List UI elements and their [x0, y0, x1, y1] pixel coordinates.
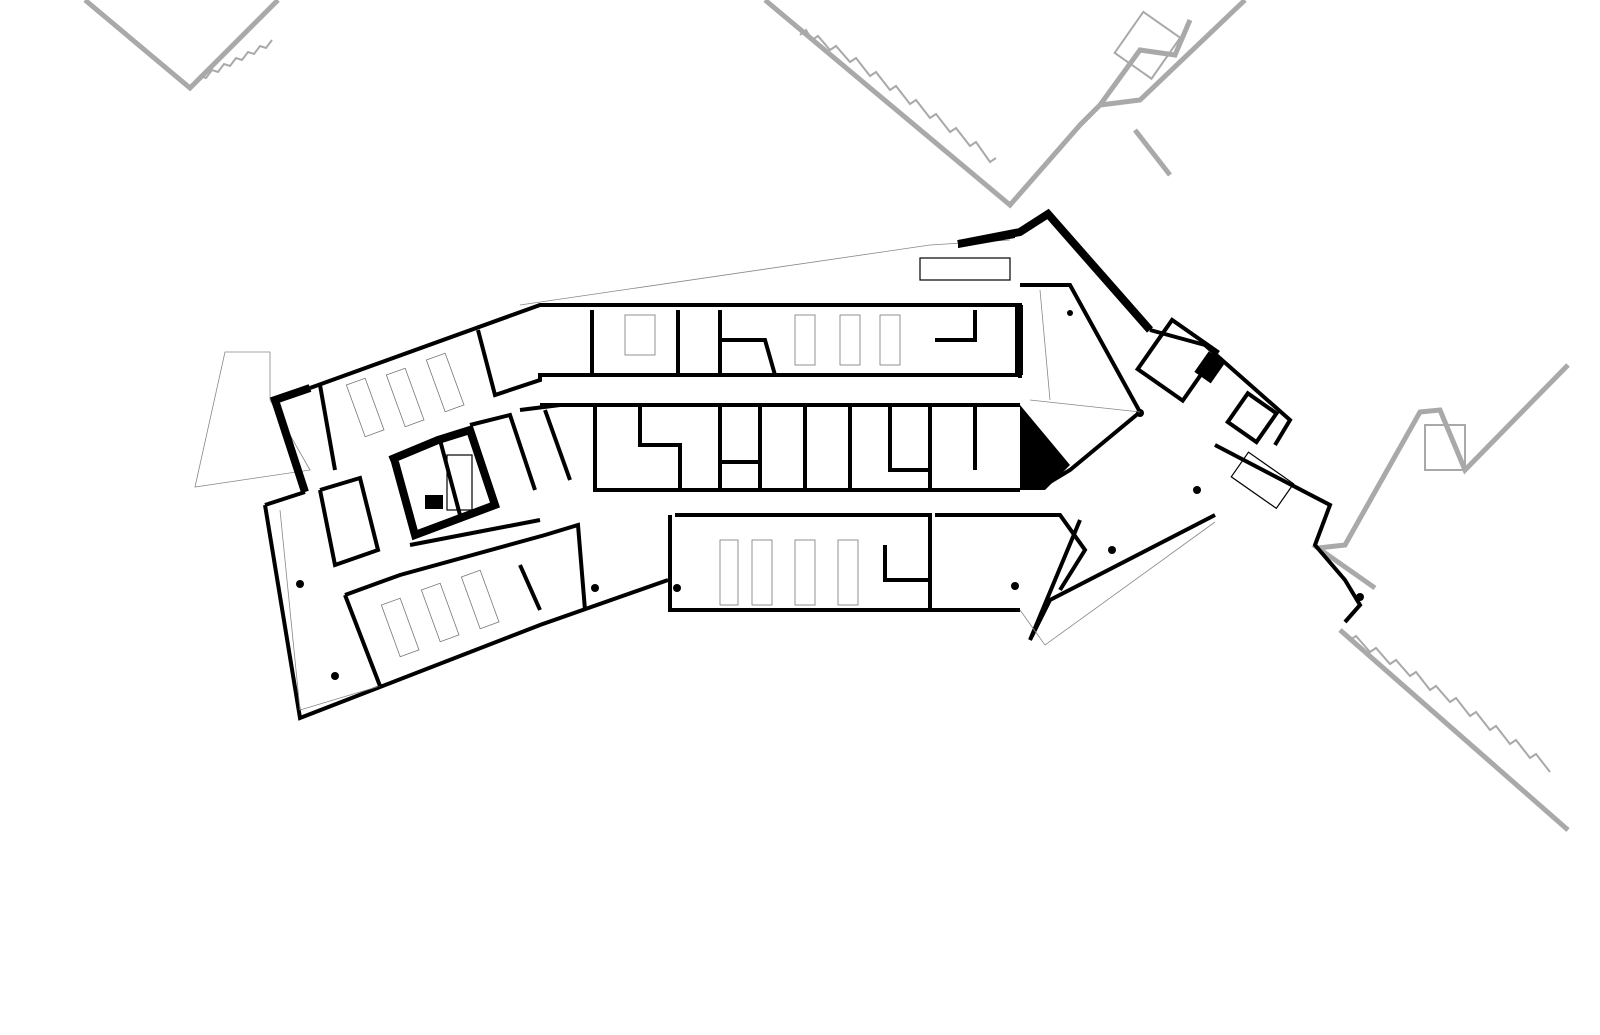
columns: [296, 310, 1364, 680]
interior-walls: [318, 310, 1088, 687]
atrium-lines: [1029, 289, 1141, 413]
context-building-northwest: [83, 0, 280, 92]
building-envelope: [263, 208, 1363, 721]
stair-and-elevator-cores: [446, 257, 1295, 511]
context-building-north: [763, 0, 1247, 209]
lab-benches: [345, 314, 901, 658]
structural-elements: [296, 232, 1364, 680]
site-outline: [194, 239, 1011, 488]
